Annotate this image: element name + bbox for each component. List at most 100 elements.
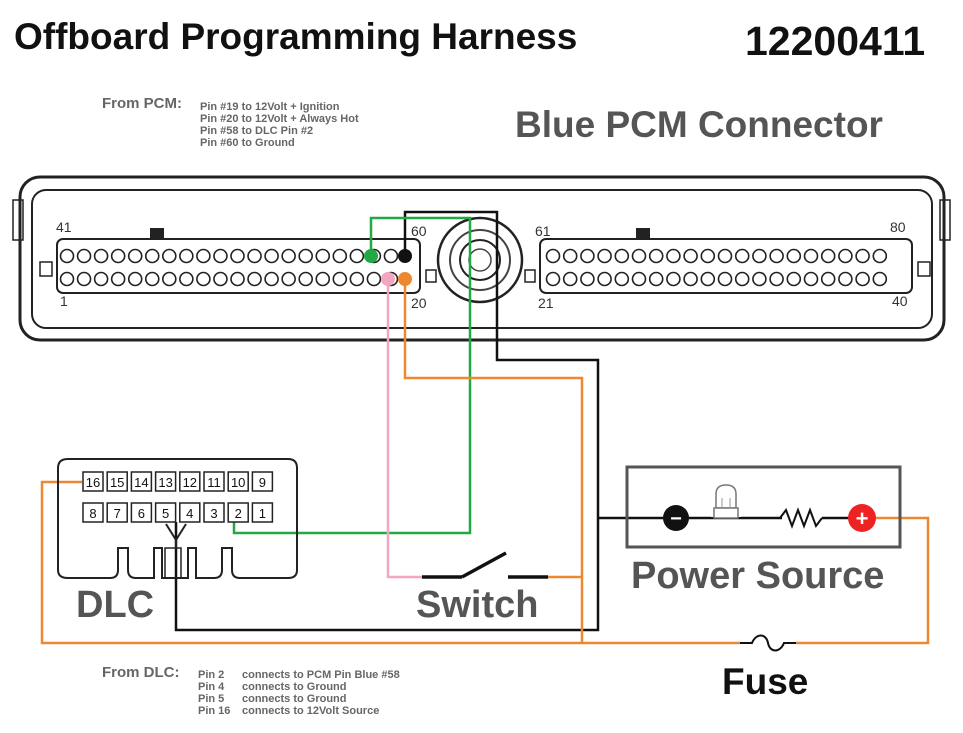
dlc-pin-number: 2 <box>235 506 242 521</box>
pcm-pin-label-21: 21 <box>538 295 554 311</box>
dlc-pin-number: 1 <box>259 506 266 521</box>
pcm-pin <box>803 248 819 264</box>
pcm-pin <box>683 248 698 264</box>
pcm-pin <box>683 271 698 287</box>
pcm-pin <box>872 271 888 287</box>
dlc-notes-label: From DLC: <box>102 664 180 681</box>
pcm-pin <box>855 271 870 287</box>
dlc-note-text: connects to Ground <box>242 693 347 705</box>
pcm-pin <box>366 271 382 287</box>
pcm-pin <box>820 248 836 264</box>
resistor-icon <box>779 507 823 529</box>
pcm-pin <box>752 271 767 287</box>
pcm-pin <box>666 248 681 264</box>
pcm-pin <box>820 271 836 287</box>
pcm-pin <box>580 248 595 264</box>
wire-orange-power-positive <box>796 516 930 645</box>
pcm-pin <box>315 271 331 287</box>
negative-terminal-icon <box>663 505 689 531</box>
negative-terminal-sign: − <box>670 508 682 530</box>
pcm-pin <box>179 248 194 264</box>
dlc-notes: From DLC: <box>102 665 180 681</box>
dlc-pin-cell <box>130 471 153 492</box>
pcm-pin <box>580 271 595 287</box>
wire-orange-pin20 <box>403 279 584 643</box>
pcm-pin <box>144 248 160 264</box>
dlc-notes-pins: Pin 2 Pin 4 Pin 5 Pin 16 <box>198 669 230 717</box>
dlc-pin-cell <box>82 502 104 523</box>
pcm-pin <box>332 248 348 264</box>
dlc-pin-cell <box>203 502 225 523</box>
pcm-pin <box>59 271 75 287</box>
wire-green-pin58 <box>232 216 472 535</box>
pcm-pin <box>614 271 630 287</box>
pcm-pin <box>631 248 647 264</box>
fuse-symbol <box>740 634 796 652</box>
dlc-pin-cell <box>106 502 128 523</box>
lamp-icon <box>711 484 741 519</box>
pcm-pin <box>110 271 126 287</box>
pcm-pin <box>769 248 784 264</box>
pcm-pin <box>717 248 733 264</box>
wire-black-ground <box>174 210 600 632</box>
pcm-pin <box>144 271 160 287</box>
pcm-pin <box>196 271 211 287</box>
dlc-pin-cell <box>130 502 153 523</box>
dlc-pin-number: 6 <box>138 506 145 521</box>
dlc-pin-cell <box>203 471 225 492</box>
part-number: 12200411 <box>745 18 926 64</box>
dlc-pin-number: 10 <box>231 475 245 490</box>
dlc-pin-cell <box>251 502 274 523</box>
pcm-pin <box>545 271 561 287</box>
pcm-pin <box>247 248 262 264</box>
pcm-notes: From PCM: <box>102 96 182 112</box>
pcm-pin-label-61: 61 <box>535 223 551 239</box>
switch-label: Switch <box>416 584 539 626</box>
pcm-pin <box>597 271 612 287</box>
dlc-pin-number: 14 <box>134 475 148 490</box>
pcm-pin <box>93 248 109 264</box>
pcm-pin <box>76 248 92 264</box>
pcm-pin <box>562 271 578 287</box>
switch-symbol <box>422 551 548 579</box>
pcm-pin <box>179 271 194 287</box>
dlc-pin-number: 13 <box>158 475 172 490</box>
positive-terminal-icon <box>848 504 876 532</box>
dlc-pin-number: 7 <box>114 506 121 521</box>
wire-orange-dlc16 <box>40 480 582 645</box>
pcm-pins-21-80 <box>545 248 888 287</box>
dlc-pin-cell <box>82 471 104 492</box>
pcm-pin-label-20: 20 <box>411 295 427 311</box>
dlc-notes-text: connects to PCM Pin Blue #58 connects to… <box>242 669 400 717</box>
fuse-label: Fuse <box>722 661 809 702</box>
pcm-pin <box>838 271 853 287</box>
pcm-pin <box>213 248 228 264</box>
pcm-pin <box>614 248 630 264</box>
pcm-note-line: Pin #20 to 12Volt + Always Hot <box>200 113 359 125</box>
pcm-pin <box>281 271 296 287</box>
dlc-pin-cell <box>179 502 201 523</box>
pcm-pins-1-60 <box>59 248 399 287</box>
pcm-pin <box>648 271 664 287</box>
pcm-pin-label-60: 60 <box>411 223 427 239</box>
dlc-pin-cell <box>154 502 177 523</box>
power-source-box: − + <box>625 465 902 549</box>
dlc-pin-number: 3 <box>210 506 217 521</box>
pcm-pin <box>110 248 126 264</box>
pcm-pin <box>838 248 853 264</box>
pcm-pin <box>332 271 348 287</box>
wire-pink-pin19 <box>386 279 422 579</box>
dlc-pin-number: 8 <box>89 506 96 521</box>
pcm-note-line: Pin #19 to 12Volt + Ignition <box>200 101 340 113</box>
pcm-pin <box>383 248 399 264</box>
pcm-pin <box>597 248 612 264</box>
dlc-pin-cell <box>227 502 249 523</box>
pcm-notes-lines: Pin #19 to 12Volt + Ignition Pin #20 to … <box>200 101 359 149</box>
pcm-pin <box>162 271 177 287</box>
diagram-title: Offboard Programming Harness <box>14 16 578 57</box>
pcm-pin <box>315 248 331 264</box>
power-source-label: Power Source <box>631 555 885 597</box>
pcm-pin <box>700 248 716 264</box>
